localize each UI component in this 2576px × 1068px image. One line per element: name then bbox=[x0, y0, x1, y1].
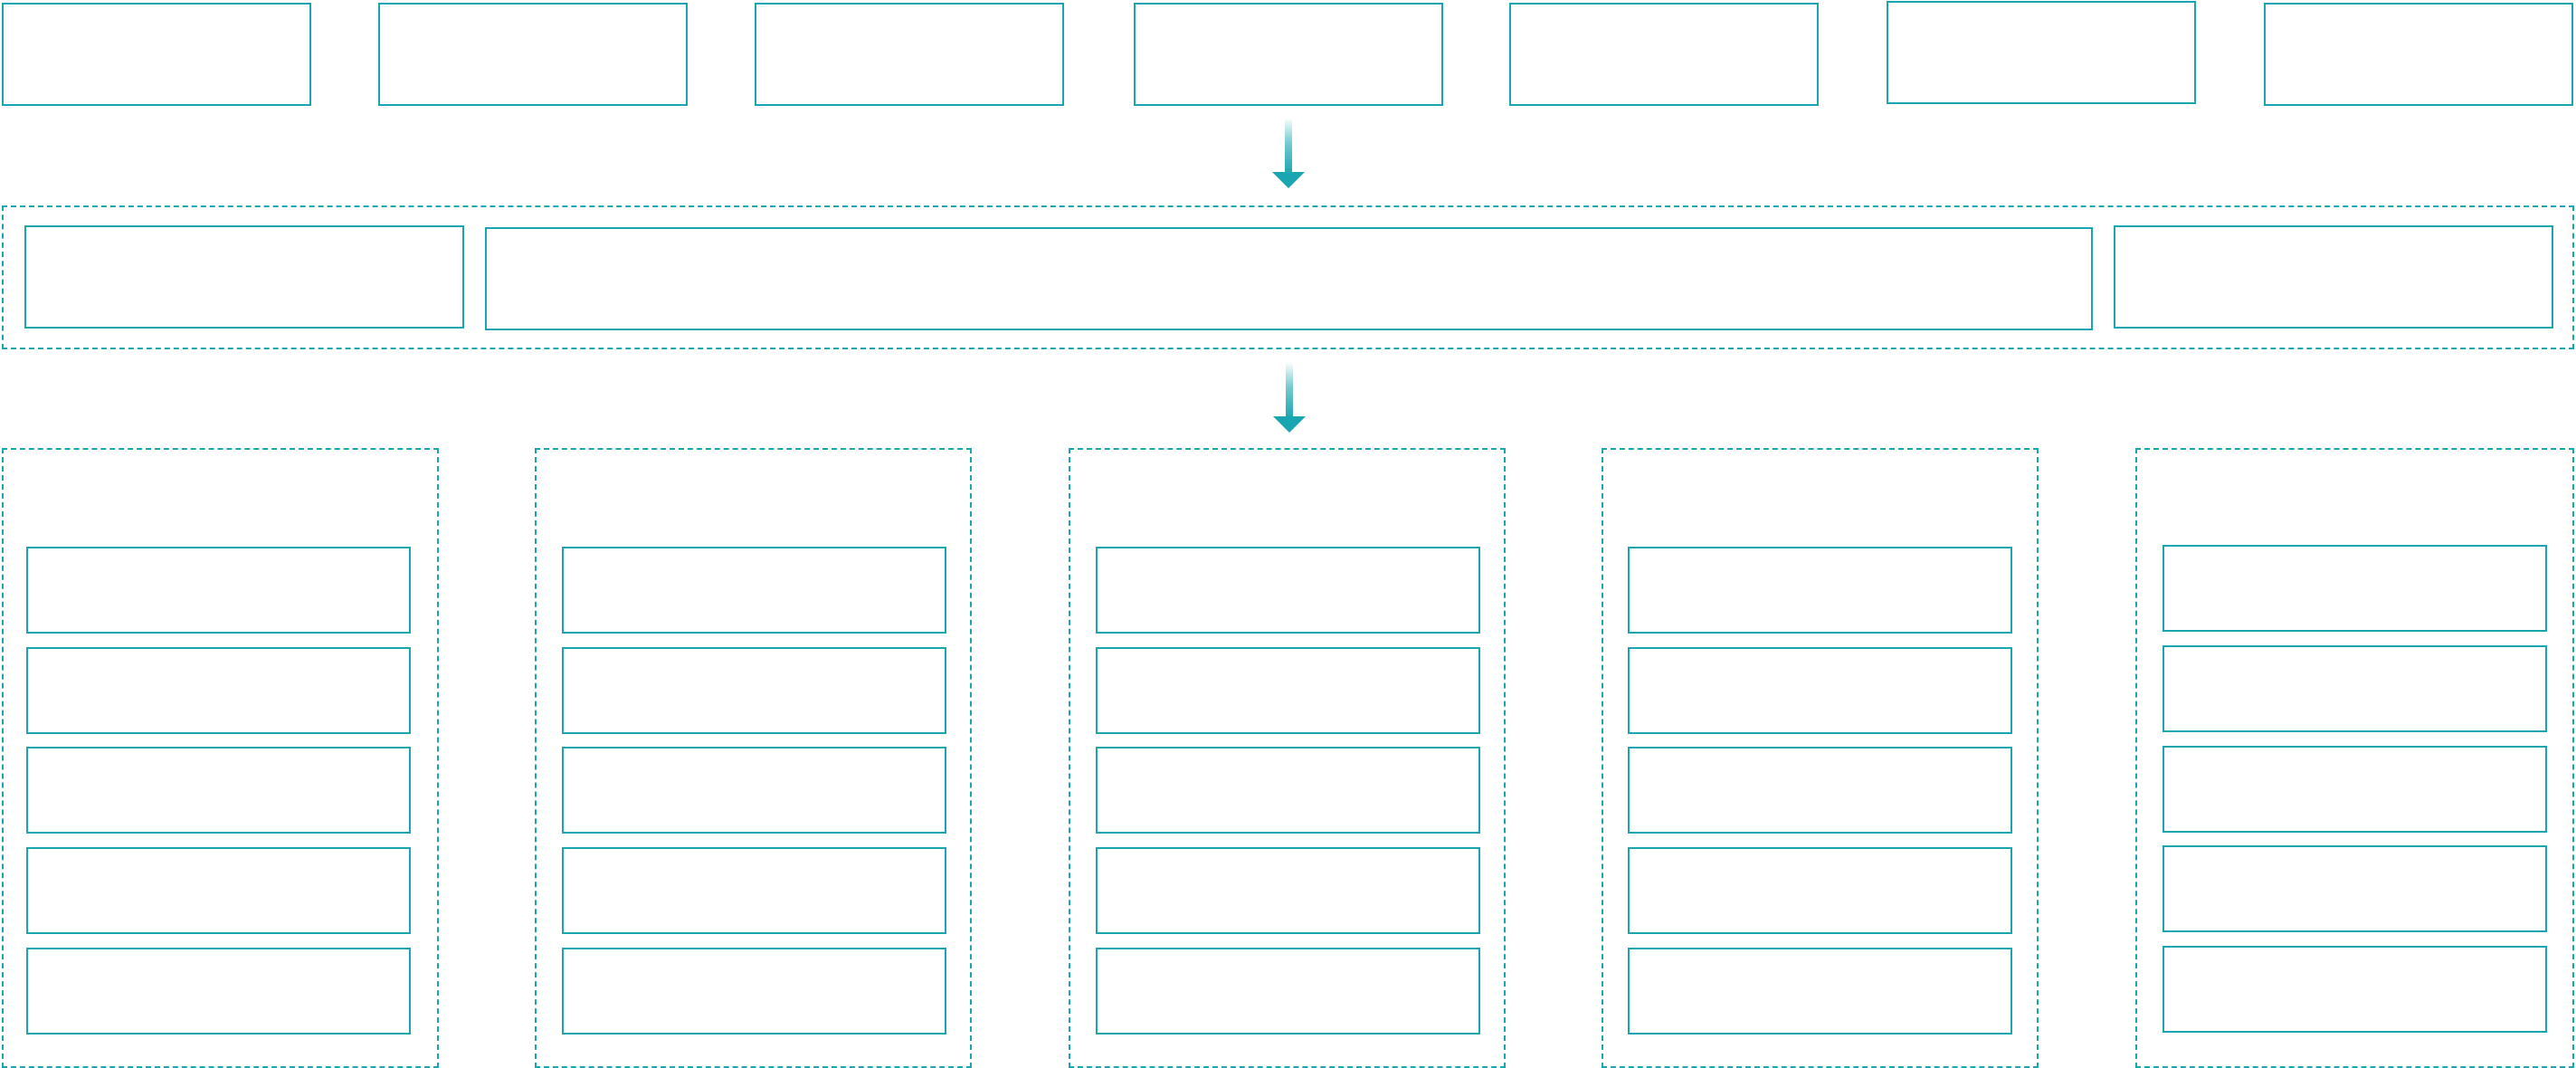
column-5-box-5 bbox=[2163, 946, 2547, 1033]
top-box-3 bbox=[755, 3, 1064, 106]
top-box-5 bbox=[1509, 3, 1819, 106]
column-5 bbox=[2135, 448, 2574, 1068]
column-4-box-5 bbox=[1628, 948, 2012, 1035]
column-4-box-4 bbox=[1628, 847, 2012, 934]
column-1-box-2 bbox=[26, 647, 411, 734]
middle-box-center bbox=[485, 227, 2093, 330]
column-5-box-2 bbox=[2163, 645, 2547, 732]
column-1 bbox=[2, 448, 439, 1068]
top-box-7 bbox=[2264, 3, 2573, 106]
top-box-1 bbox=[2, 3, 311, 106]
arrow-down-icon bbox=[1270, 118, 1307, 190]
column-4-box-3 bbox=[1628, 747, 2012, 834]
middle-band bbox=[2, 205, 2574, 349]
column-3 bbox=[1069, 448, 1506, 1068]
arrow-down-icon bbox=[1271, 362, 1307, 434]
column-2 bbox=[535, 448, 972, 1068]
column-3-box-5 bbox=[1096, 948, 1480, 1035]
column-1-box-4 bbox=[26, 847, 411, 934]
column-1-box-3 bbox=[26, 747, 411, 834]
middle-box-right bbox=[2114, 225, 2553, 329]
column-5-box-1 bbox=[2163, 545, 2547, 632]
top-box-6 bbox=[1887, 1, 2196, 104]
column-1-box-1 bbox=[26, 547, 411, 634]
middle-box-left bbox=[24, 225, 464, 329]
column-5-box-4 bbox=[2163, 845, 2547, 932]
column-2-box-1 bbox=[562, 547, 946, 634]
column-2-box-3 bbox=[562, 747, 946, 834]
column-4 bbox=[1602, 448, 2039, 1068]
column-2-box-5 bbox=[562, 948, 946, 1035]
top-box-4 bbox=[1134, 3, 1443, 106]
top-box-2 bbox=[378, 3, 688, 106]
column-2-box-4 bbox=[562, 847, 946, 934]
column-5-box-3 bbox=[2163, 746, 2547, 833]
column-3-box-4 bbox=[1096, 847, 1480, 934]
column-4-box-1 bbox=[1628, 547, 2012, 634]
column-3-box-3 bbox=[1096, 747, 1480, 834]
column-3-box-1 bbox=[1096, 547, 1480, 634]
column-3-box-2 bbox=[1096, 647, 1480, 734]
column-2-box-2 bbox=[562, 647, 946, 734]
column-4-box-2 bbox=[1628, 647, 2012, 734]
column-1-box-5 bbox=[26, 948, 411, 1035]
